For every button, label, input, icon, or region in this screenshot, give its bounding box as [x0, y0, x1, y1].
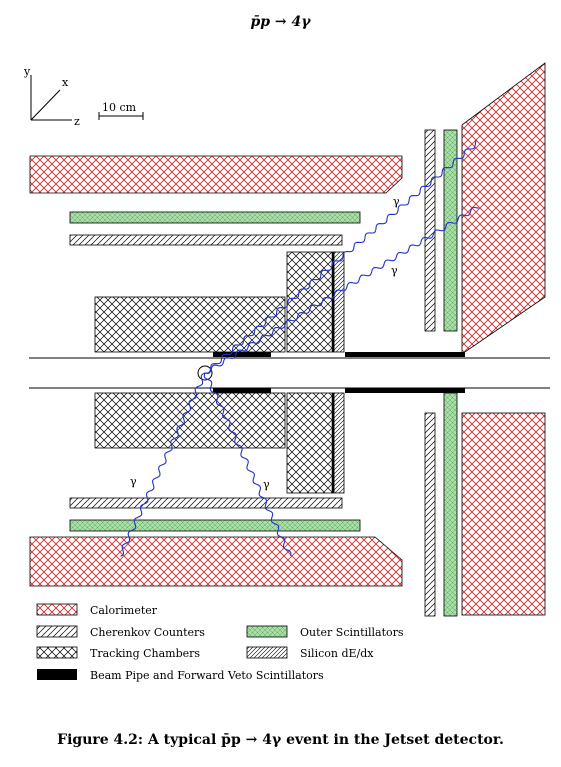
interaction-vertex	[197, 365, 213, 381]
axis-z-label: z	[74, 115, 80, 128]
photon-label-2: γ	[391, 264, 398, 277]
legend-swatch-calorimeter	[36, 603, 78, 616]
calorimeter-forward-top	[461, 62, 546, 355]
veto-scintillator-top-left	[213, 352, 271, 357]
calorimeter-top-left	[29, 155, 403, 194]
outer-scintillator-bottom	[69, 519, 361, 532]
figure-caption: Figure 4.2: A typical p̄p → 4γ event in …	[57, 732, 504, 748]
tracking-chamber-bottom-left	[94, 392, 286, 449]
figure-title: p̄p → 4γ	[250, 14, 311, 30]
legend-swatch-tracking	[36, 646, 78, 659]
legend-label-tracking: Tracking Chambers	[90, 647, 200, 660]
cherenkov-counter-bottom	[69, 497, 343, 509]
photon-label-4: γ	[263, 478, 270, 491]
photon-label-1: γ	[393, 195, 400, 208]
scale-bar	[98, 112, 144, 120]
forward-scintillator-top	[443, 129, 458, 332]
outer-scintillator-top	[69, 211, 361, 224]
forward-scintillator-bottom	[443, 392, 458, 617]
photon-track-3	[120, 372, 206, 557]
axis-y-label: y	[23, 65, 31, 78]
legend-swatch-outer-scintillators	[246, 625, 288, 638]
photon-label-3: γ	[130, 475, 137, 488]
cherenkov-counter-top	[69, 234, 343, 246]
tracking-chamber-top-right	[286, 251, 335, 353]
photon-track-1	[204, 140, 478, 374]
photon-tracks	[120, 140, 479, 557]
photon-track-4	[203, 372, 292, 556]
legend-label-silicon: Silicon dE/dx	[300, 647, 374, 660]
coordinate-axes	[30, 75, 72, 121]
forward-cherenkov-bottom	[424, 412, 436, 617]
veto-scintillator-top-right	[345, 352, 465, 357]
veto-scintillator-bottom-right	[345, 388, 465, 393]
legend-swatch-cherenkov	[36, 625, 78, 638]
tracking-chamber-bottom-right	[286, 392, 335, 494]
silicon-top	[333, 251, 345, 353]
veto-scintillator-bottom-left	[213, 388, 271, 393]
legend-swatch-silicon	[246, 646, 288, 659]
legend-label-calorimeter: Calorimeter	[90, 604, 158, 617]
calorimeter-bottom-left	[29, 536, 403, 587]
legend-label-beampipe: Beam Pipe and Forward Veto Scintillators	[90, 669, 324, 682]
legend: Calorimeter Cherenkov Counters Outer Sci…	[36, 603, 404, 682]
photon-track-2	[204, 206, 479, 374]
legend-label-cherenkov: Cherenkov Counters	[90, 626, 205, 639]
legend-swatch-beampipe	[37, 669, 77, 680]
axis-x-label: x	[62, 76, 69, 89]
forward-cherenkov-top	[424, 129, 436, 332]
silicon-bottom	[333, 392, 345, 494]
legend-label-outer-scintillators: Outer Scintillators	[300, 626, 404, 639]
scale-bar-label: 10 cm	[102, 101, 137, 114]
calorimeter-forward-bottom	[461, 412, 546, 616]
